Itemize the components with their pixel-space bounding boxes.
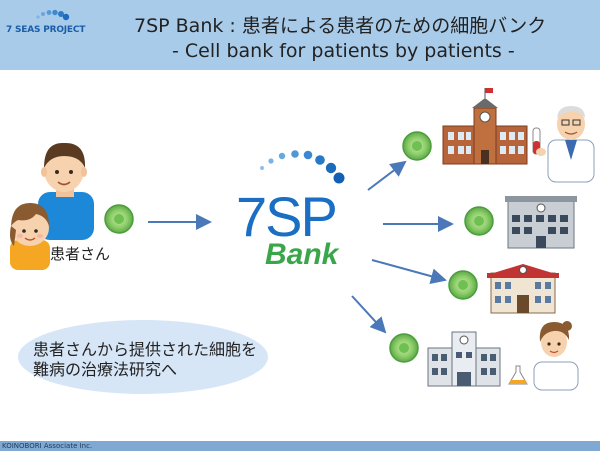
arrow-to-lab bbox=[351, 295, 387, 334]
child-patient-illustration bbox=[10, 203, 50, 270]
footer-band bbox=[0, 441, 600, 451]
scientist-illustration bbox=[508, 321, 579, 391]
patient-label: 患者さん bbox=[50, 245, 111, 263]
seas-project-logo bbox=[36, 9, 70, 21]
brand-7sp: 7SP bbox=[236, 185, 336, 248]
7sp-bank-logo: 7SP Bank bbox=[236, 150, 345, 271]
caption-text: 患者さんから提供された細胞を 難病の治療法研究へ bbox=[33, 340, 257, 380]
cell-lab bbox=[389, 333, 419, 363]
caption-line-1: 患者さんから提供された細胞を bbox=[33, 340, 258, 359]
school-building-icon bbox=[487, 264, 559, 314]
page-subtitle: - Cell bank for patients by patients - bbox=[172, 40, 515, 62]
caption-line-2: 難病の治療法研究へ bbox=[33, 360, 178, 379]
caption-bubble bbox=[18, 320, 268, 394]
arrow-to-university bbox=[367, 160, 407, 191]
arrow-to-school bbox=[371, 259, 447, 285]
laboratory-building-icon bbox=[427, 331, 501, 387]
university-building-icon bbox=[442, 88, 528, 165]
hospital-building-icon bbox=[505, 196, 577, 249]
footer-text: KOINOBORI Associate Inc. bbox=[2, 442, 93, 450]
cell-university bbox=[402, 131, 432, 161]
doctor-illustration bbox=[532, 106, 595, 183]
cell-school bbox=[448, 270, 478, 300]
header-band bbox=[0, 0, 600, 70]
page-title: 7SP Bank : 患者による患者のための細胞バンク bbox=[134, 15, 547, 37]
cell-hospital bbox=[464, 206, 494, 236]
logo-text: 7 SEAS PROJECT bbox=[6, 25, 86, 35]
adult-patient-illustration bbox=[38, 142, 94, 240]
brand-bank: Bank bbox=[265, 238, 340, 271]
